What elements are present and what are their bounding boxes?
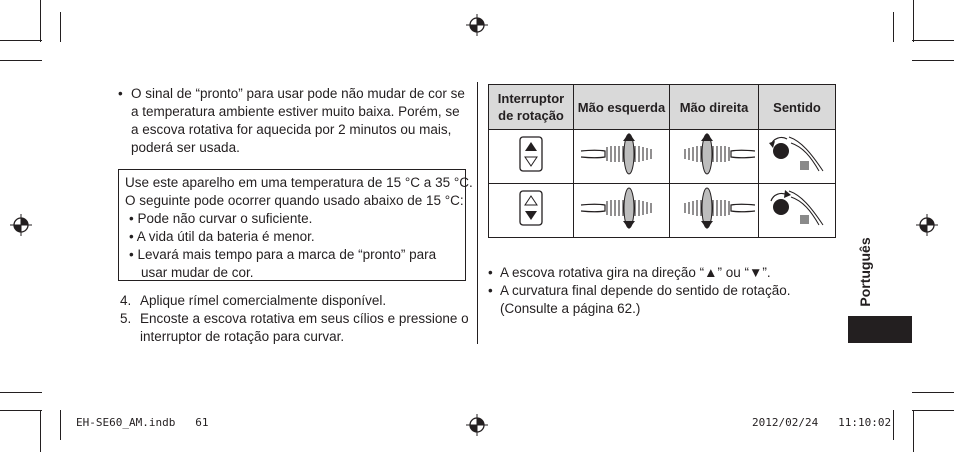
table-header-row: Interruptor de rotação Mão esquerda Mão … bbox=[488, 84, 836, 130]
rotation-note-text: A curvatura final depende do sentido de … bbox=[500, 283, 791, 316]
step-item: 4. Aplique rímel comercialmente disponív… bbox=[120, 292, 470, 310]
crop-mark bbox=[0, 40, 42, 41]
step-text: Encoste a escova rotativa em seus cílios… bbox=[140, 311, 469, 344]
rotation-note-text: A escova rotativa gira na direção “▲” ou… bbox=[500, 265, 771, 280]
switch-cell bbox=[488, 183, 574, 238]
crop-mark bbox=[40, 410, 41, 452]
eyelash-curl-icon bbox=[770, 190, 824, 226]
language-label: Português bbox=[855, 232, 875, 312]
left-hand-cell bbox=[573, 129, 670, 184]
column-divider bbox=[477, 82, 478, 344]
temperature-note-box: Use este aparelho em uma temperatura de … bbox=[118, 169, 473, 281]
crop-mark bbox=[893, 12, 894, 42]
step-item: 5. Encoste a escova rotativa em seus cíl… bbox=[120, 310, 470, 346]
crop-mark bbox=[893, 410, 894, 440]
right-hand-cell bbox=[669, 129, 759, 184]
crop-mark bbox=[912, 392, 954, 393]
brush-rotating-down-icon bbox=[684, 187, 756, 229]
note-bullet: • Levará mais tempo para a marca de “pro… bbox=[129, 247, 437, 280]
crop-mark bbox=[60, 12, 61, 42]
eyelash-curl-icon bbox=[769, 136, 824, 172]
direction-cell bbox=[758, 183, 836, 238]
registration-mark-icon bbox=[10, 214, 32, 236]
rotation-note: • A curvatura final depende do sentido d… bbox=[488, 282, 798, 318]
bullet-marker: • bbox=[488, 265, 493, 280]
switch-down-pressed-icon bbox=[519, 190, 543, 226]
header-right-hand: Mão direita bbox=[669, 84, 759, 130]
left-hand-cell bbox=[573, 183, 670, 238]
brush-rotating-up-icon bbox=[580, 133, 651, 175]
intro-bullet: • O sinal de “pronto” para usar pode não… bbox=[118, 85, 470, 157]
note-bullet: • Pode não curvar o suficiente. bbox=[129, 211, 313, 226]
footer-datetime: 2012/02/24 11:10:02 bbox=[752, 416, 892, 429]
bullet-marker: • bbox=[488, 283, 493, 298]
header-switch: Interruptor de rotação bbox=[488, 84, 574, 130]
switch-up-pressed-icon bbox=[519, 136, 543, 172]
registration-mark-icon bbox=[916, 214, 938, 236]
note-bullet: • A vida útil da bateria é menor. bbox=[129, 229, 315, 244]
crop-mark bbox=[0, 60, 42, 61]
bullet-marker: • bbox=[118, 86, 123, 101]
right-hand-cell bbox=[669, 183, 759, 238]
brush-rotating-down-icon bbox=[580, 187, 651, 229]
note-line-1: Use este aparelho em uma temperatura de … bbox=[125, 175, 473, 190]
step-number: 5. bbox=[120, 311, 132, 326]
rotation-table: Interruptor de rotação Mão esquerda Mão … bbox=[488, 84, 836, 238]
crop-mark bbox=[913, 410, 914, 452]
crop-mark bbox=[913, 0, 914, 42]
brush-rotating-up-icon bbox=[684, 133, 756, 175]
crop-mark bbox=[912, 40, 954, 41]
registration-mark-icon bbox=[466, 414, 488, 436]
crop-mark bbox=[40, 0, 41, 42]
crop-mark bbox=[0, 392, 42, 393]
language-tab bbox=[848, 316, 912, 343]
intro-bullet-text: O sinal de “pronto” para usar pode não m… bbox=[131, 86, 465, 155]
crop-mark bbox=[912, 410, 954, 411]
switch-cell bbox=[488, 129, 574, 184]
table-row bbox=[488, 183, 836, 238]
crop-mark bbox=[0, 410, 42, 411]
table-row bbox=[488, 129, 836, 184]
header-left-hand: Mão esquerda bbox=[573, 84, 670, 130]
header-direction: Sentido bbox=[758, 84, 836, 130]
crop-mark bbox=[912, 60, 954, 61]
rotation-note: • A escova rotativa gira na direção “▲” … bbox=[488, 264, 828, 282]
direction-cell bbox=[758, 129, 836, 184]
note-line-2: O seguinte pode ocorrer quando usado aba… bbox=[125, 193, 464, 208]
language-label-text: Português bbox=[857, 237, 873, 307]
crop-mark bbox=[60, 410, 61, 440]
step-number: 4. bbox=[120, 293, 132, 308]
registration-mark-icon bbox=[466, 14, 488, 36]
footer-file-info: EH-SE60_AM.indb 61 bbox=[76, 416, 209, 429]
step-text: Aplique rímel comercialmente disponível. bbox=[140, 293, 387, 308]
